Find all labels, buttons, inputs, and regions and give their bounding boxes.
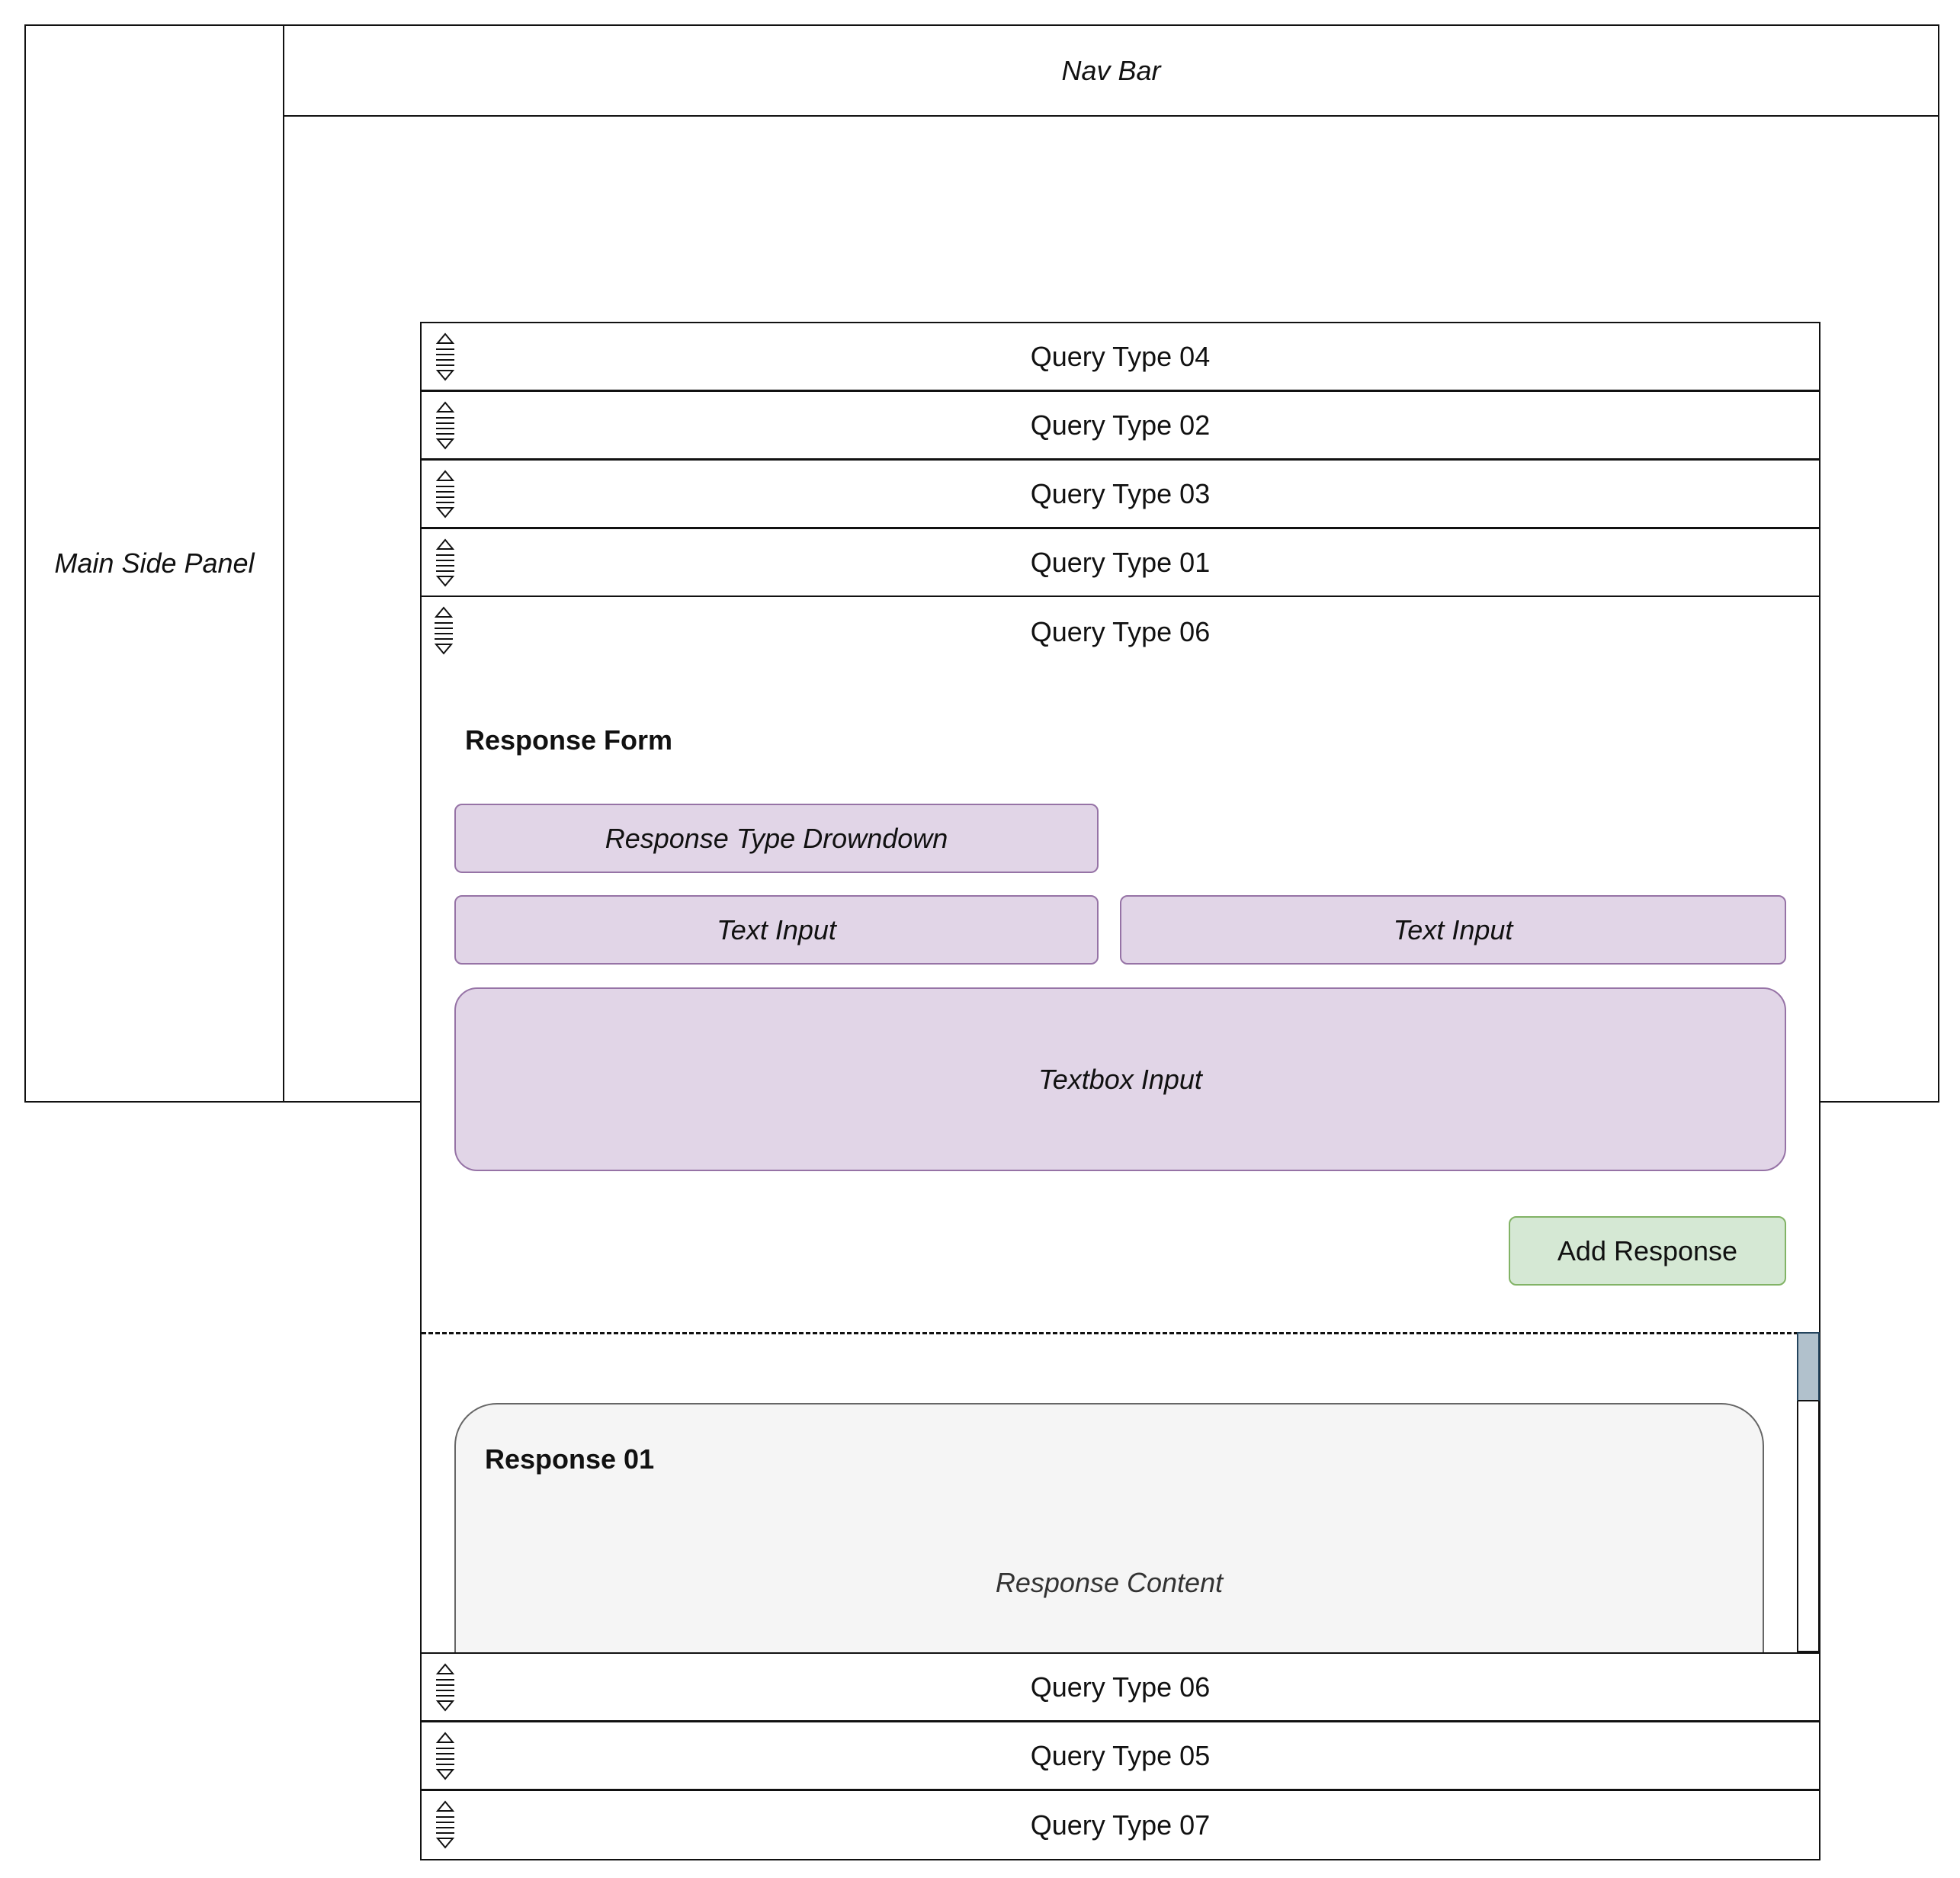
query-row-02[interactable]: Query Type 02 [420, 390, 1820, 460]
response-title: Response 01 [485, 1443, 655, 1475]
text-input-2[interactable]: Text Input [1120, 895, 1786, 965]
add-response-label: Add Response [1557, 1234, 1738, 1266]
reorder-icon[interactable] [434, 1663, 457, 1713]
dropdown-label: Response Type Drowndown [605, 822, 948, 854]
query-row-label: Query Type 06 [1030, 615, 1211, 647]
query-row-label: Query Type 01 [1030, 546, 1211, 578]
textbox-label: Textbox Input [1038, 1063, 1202, 1095]
main-side-panel: Main Side Panel [24, 24, 284, 1103]
query-row-01[interactable]: Query Type 01 [420, 528, 1820, 597]
reorder-icon[interactable] [434, 1732, 457, 1782]
query-row-03[interactable]: Query Type 03 [420, 459, 1820, 528]
query-row-label: Query Type 02 [1030, 409, 1211, 441]
reorder-icon[interactable] [432, 606, 455, 656]
query-row-05[interactable]: Query Type 05 [420, 1721, 1820, 1790]
query-row-07[interactable]: Query Type 07 [420, 1790, 1820, 1860]
query-row-label: Query Type 06 [1030, 1671, 1211, 1703]
query-row-06-expanded[interactable]: Query Type 06 [420, 597, 1820, 666]
form-divider [422, 1332, 1798, 1334]
query-row-label: Query Type 03 [1030, 477, 1211, 509]
nav-bar-label: Nav Bar [1061, 54, 1161, 86]
text-input-1[interactable]: Text Input [454, 895, 1099, 965]
query-row-label: Query Type 04 [1030, 340, 1211, 372]
reorder-icon[interactable] [434, 332, 457, 383]
responses-scroll-thumb[interactable] [1797, 1332, 1820, 1401]
reorder-icon[interactable] [434, 538, 457, 589]
main-side-panel-label: Main Side Panel [54, 547, 255, 579]
query-row-04[interactable]: Query Type 04 [420, 322, 1820, 391]
reorder-icon[interactable] [434, 401, 457, 451]
reorder-icon[interactable] [434, 1800, 457, 1851]
nav-bar: Nav Bar [283, 24, 1939, 117]
query-row-06[interactable]: Query Type 06 [420, 1652, 1820, 1722]
reorder-icon[interactable] [434, 470, 457, 520]
query-row-label: Query Type 05 [1030, 1739, 1211, 1771]
response-type-dropdown[interactable]: Response Type Drowndown [454, 804, 1099, 873]
response-card [454, 1403, 1764, 1662]
response-content: Response Content [995, 1567, 1224, 1598]
text-input-label: Text Input [1393, 913, 1513, 945]
add-response-button[interactable]: Add Response [1509, 1216, 1786, 1286]
textbox-input[interactable]: Textbox Input [454, 987, 1786, 1171]
query-row-label: Query Type 07 [1030, 1809, 1211, 1841]
text-input-label: Text Input [717, 913, 836, 945]
response-form-title: Response Form [465, 724, 673, 756]
